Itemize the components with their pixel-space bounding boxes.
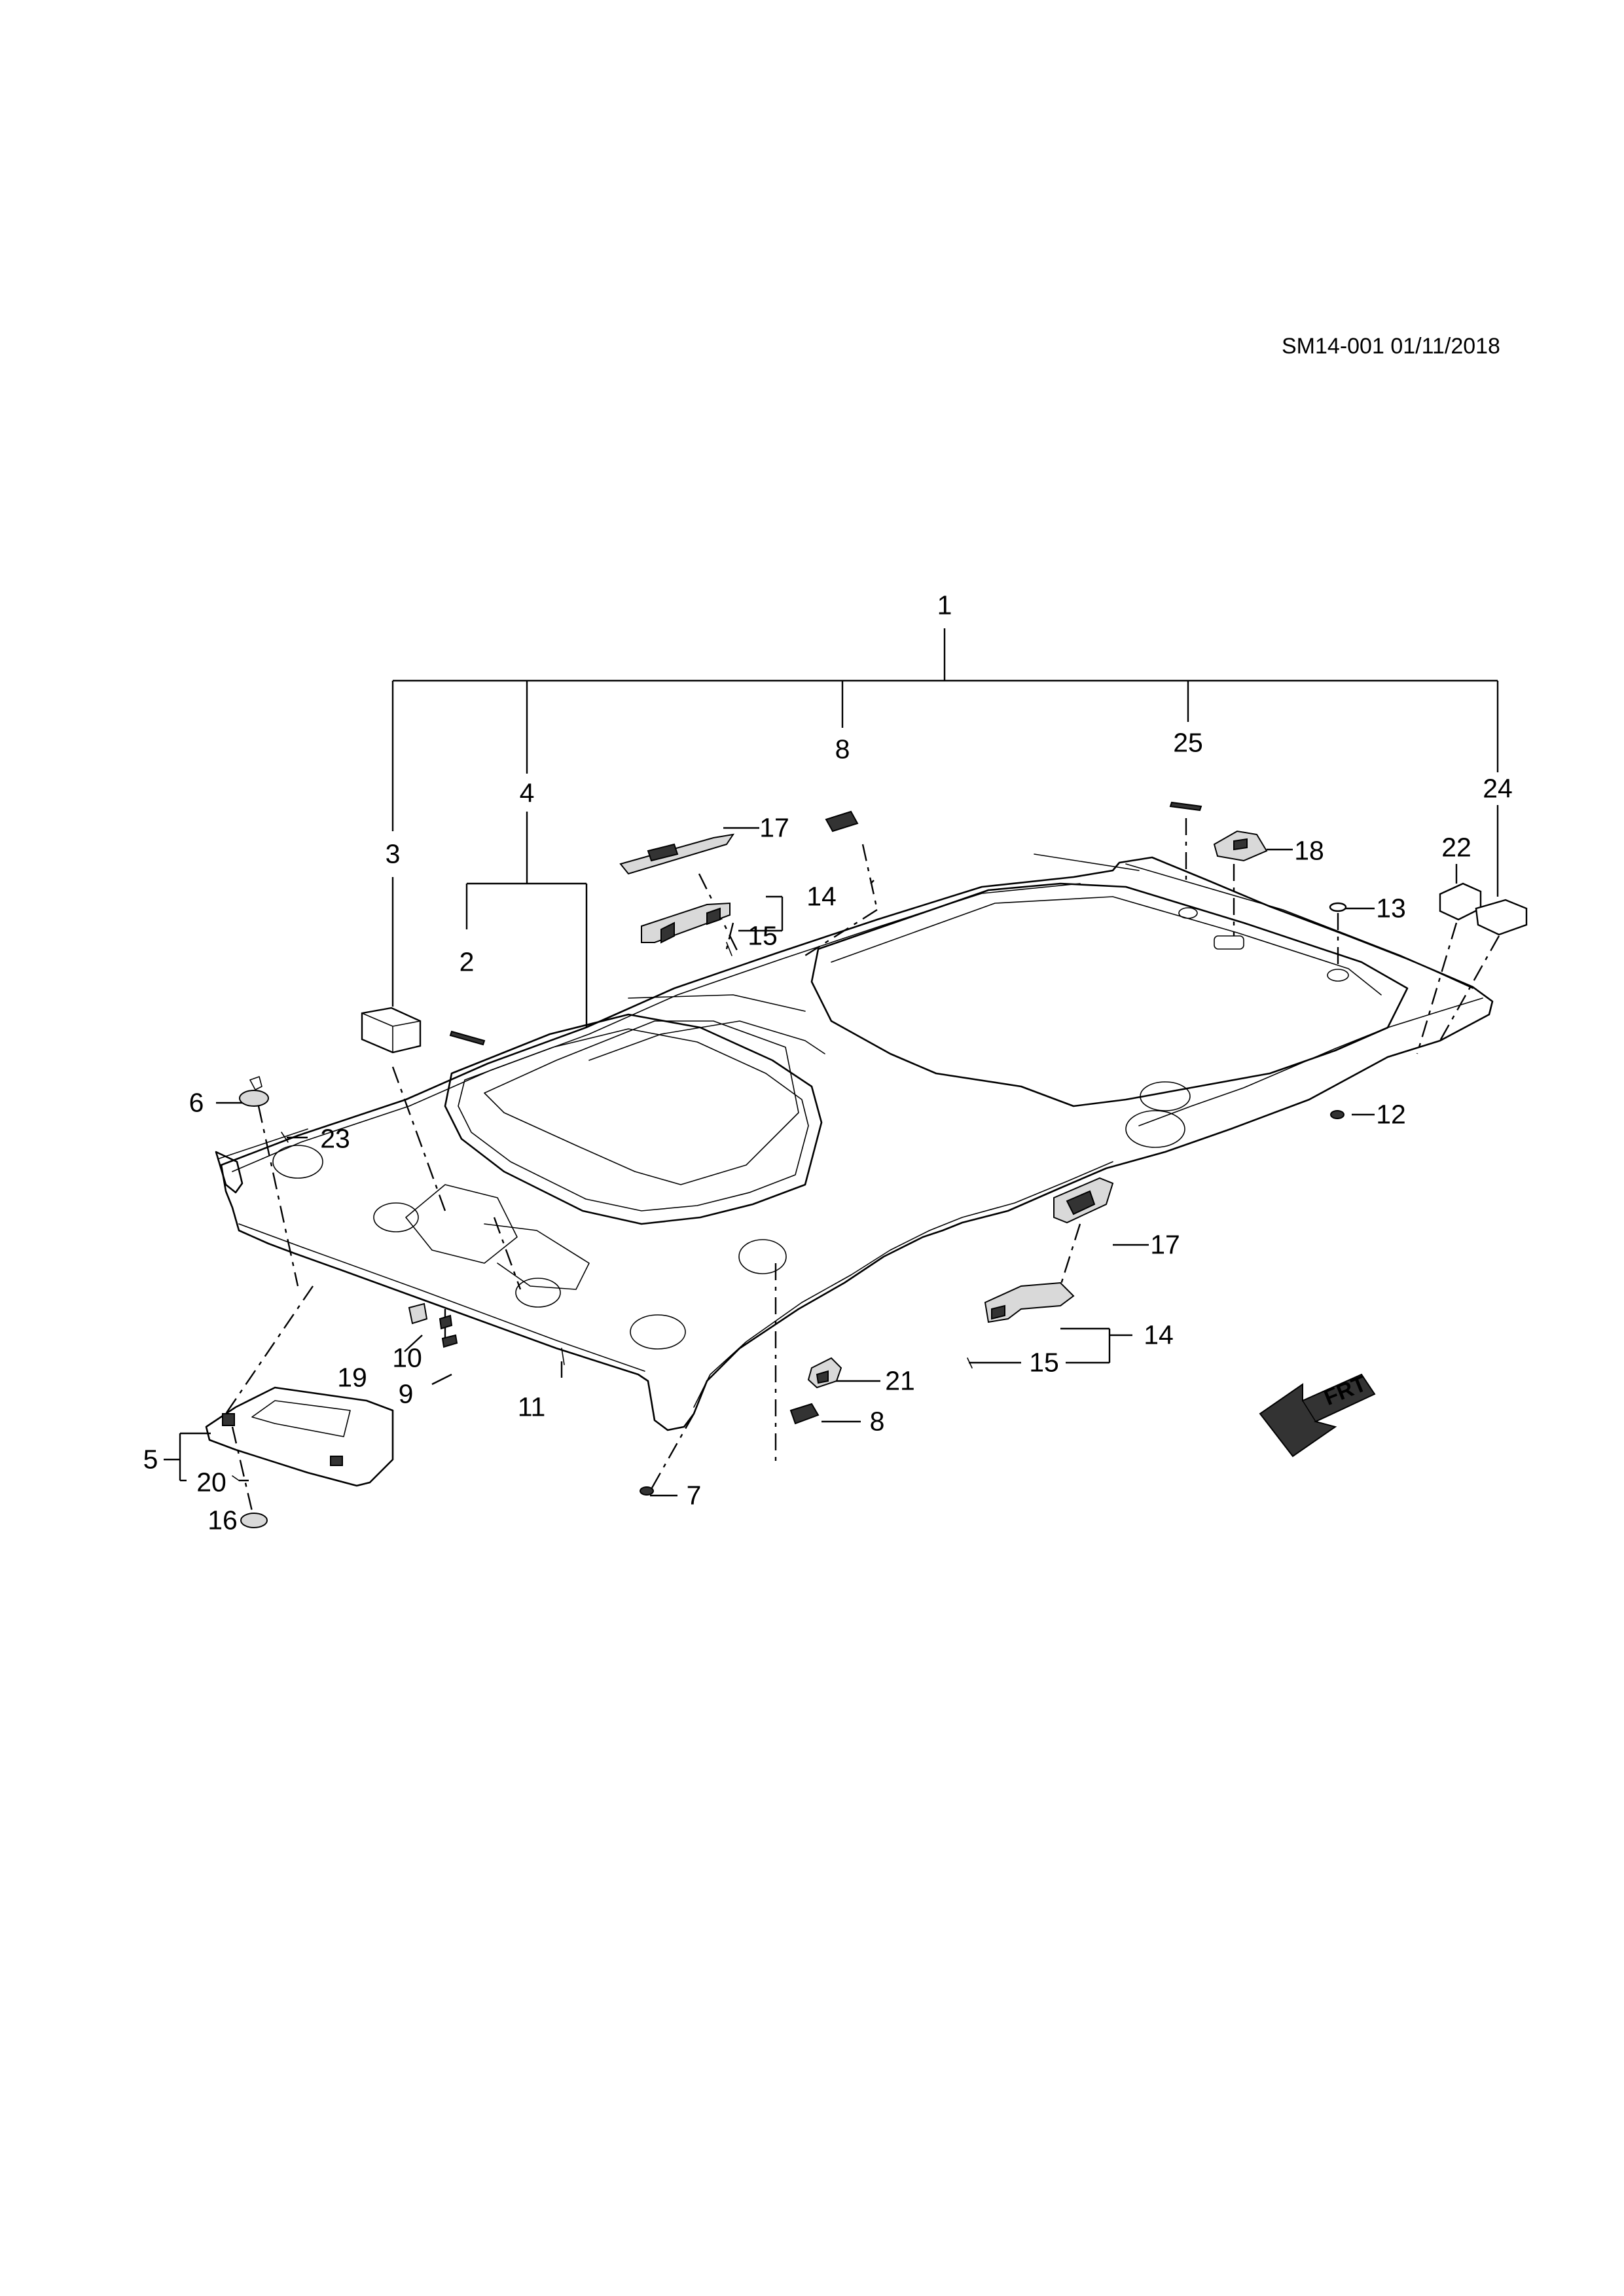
callout-10: 10 xyxy=(392,1342,422,1373)
callout-17-left: 17 xyxy=(759,812,789,843)
callout-14-left: 14 xyxy=(806,881,837,912)
callout-14-right: 14 xyxy=(1144,1319,1174,1350)
drawing-code: SM14-001 01/11/2018 xyxy=(1282,334,1500,359)
callout-4: 4 xyxy=(519,778,535,808)
callout-7: 7 xyxy=(686,1480,702,1511)
callout-1: 1 xyxy=(937,590,952,620)
headliner-panel xyxy=(215,853,1494,1431)
callout-24: 24 xyxy=(1483,773,1513,804)
callout-12: 12 xyxy=(1376,1099,1406,1130)
callout-tree xyxy=(164,628,1499,1522)
callout-15-left: 15 xyxy=(748,920,778,951)
callout-21: 21 xyxy=(885,1365,915,1396)
callout-17-right: 17 xyxy=(1150,1229,1180,1260)
callout-5: 5 xyxy=(143,1444,158,1475)
callout-6: 6 xyxy=(189,1087,204,1118)
callout-3: 3 xyxy=(385,838,401,869)
callout-11: 11 xyxy=(517,1391,546,1422)
callout-18: 18 xyxy=(1294,835,1324,866)
callout-15-right: 15 xyxy=(1029,1347,1059,1378)
callout-13: 13 xyxy=(1376,893,1406,924)
callout-19: 19 xyxy=(337,1362,367,1393)
small-parts xyxy=(232,801,1528,1528)
callout-22: 22 xyxy=(1441,832,1471,863)
sun-visor xyxy=(205,1386,394,1487)
callout-25: 25 xyxy=(1173,727,1203,758)
front-direction-arrow xyxy=(1259,1373,1376,1458)
callout-8-bottom: 8 xyxy=(869,1406,885,1437)
callout-8-top: 8 xyxy=(835,734,850,764)
callout-9: 9 xyxy=(398,1378,414,1409)
assembly-lines xyxy=(225,818,1500,1526)
callout-2: 2 xyxy=(459,946,475,977)
callout-16: 16 xyxy=(208,1505,238,1535)
callout-23: 23 xyxy=(320,1123,350,1154)
callout-20: 20 xyxy=(196,1467,226,1498)
